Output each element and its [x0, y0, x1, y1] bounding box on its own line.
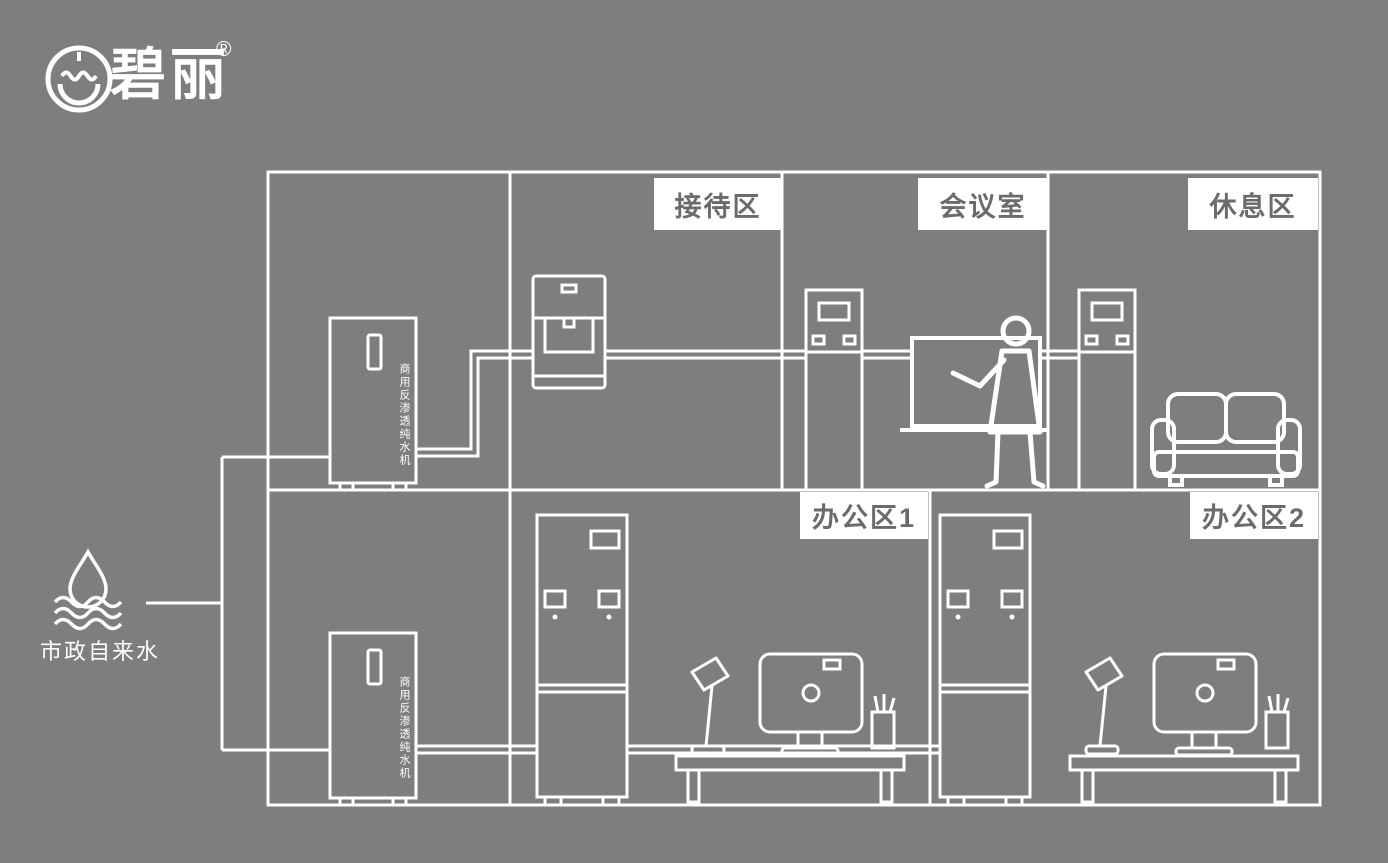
sofa — [1150, 392, 1302, 487]
brand-name: 碧丽 — [110, 43, 230, 106]
desk-office-2 — [1068, 652, 1300, 804]
building-structure — [266, 170, 1322, 807]
room-label-office-1: 办公区1 — [800, 492, 928, 539]
office-dispenser-1 — [535, 513, 629, 807]
floor-dispenser-meeting — [804, 288, 864, 492]
presenter-person — [950, 315, 1046, 489]
registered-trademark-icon: ® — [216, 38, 232, 61]
purifier-caption-bottom: 商用反渗透纯水机 — [398, 676, 410, 780]
floor-dispenser-lounge — [1077, 288, 1137, 492]
room-label-lounge: 休息区 — [1188, 178, 1318, 230]
office-dispenser-2 — [938, 513, 1032, 807]
water-drop-icon — [53, 548, 123, 631]
room-label-office-2: 办公区2 — [1190, 492, 1318, 539]
brand-logo-icon — [45, 45, 113, 113]
municipal-water-label: 市政自来水 — [40, 639, 161, 664]
countertop-dispenser-reception — [531, 274, 607, 390]
room-label-reception: 接待区 — [654, 178, 782, 230]
purifier-caption-top: 商用反渗透纯水机 — [398, 363, 410, 467]
room-label-meeting-room: 会议室 — [918, 178, 1048, 230]
desk-office-1 — [674, 652, 906, 804]
